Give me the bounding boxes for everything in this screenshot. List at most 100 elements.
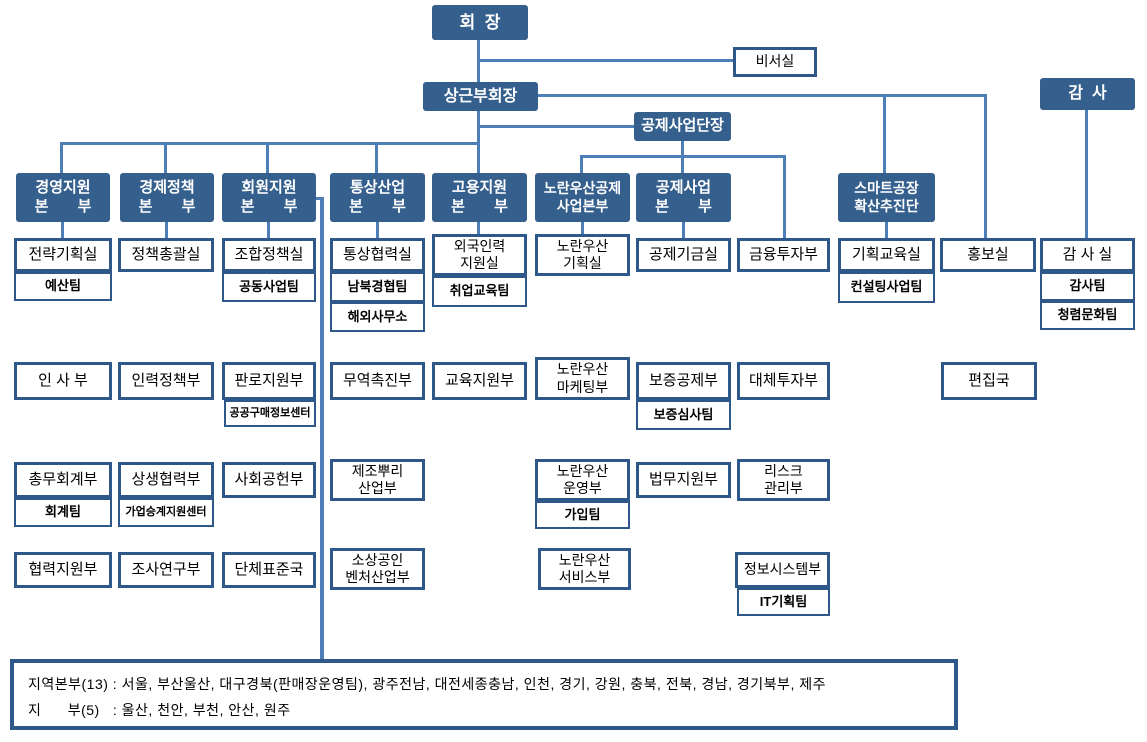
connector-line <box>477 59 735 62</box>
org-box-label: 감 사 실 <box>1062 245 1113 263</box>
org-box-management-support-hq: 경영지원 본 부 <box>16 173 110 222</box>
connector-line <box>477 222 480 236</box>
org-box-yellow-umbrella-mutual-aid-hq: 노란우산공제 사업본부 <box>535 173 630 222</box>
connector-line <box>885 222 888 238</box>
connector-line <box>883 94 886 173</box>
org-box-vice-chairman: 상근부회장 <box>423 82 538 111</box>
org-box-label: 대체투자부 <box>748 371 818 389</box>
connector-line <box>375 142 378 173</box>
org-box-label: 무역촉진부 <box>342 371 412 389</box>
connector-line <box>266 142 269 173</box>
org-box-label: 취업교육팀 <box>449 283 510 299</box>
connector-line <box>783 155 786 238</box>
org-box-label: 소상공인 벤처산업부 <box>345 551 410 586</box>
org-box-label: 회원지원 본 부 <box>240 178 298 215</box>
org-box-label: 스마트공장 확산추진단 <box>854 180 919 214</box>
org-box-label: 감 사 <box>1068 85 1107 102</box>
org-box-win-win-cooperation-dept: 상생협력부 <box>118 462 214 498</box>
org-box-label: 가입팀 <box>564 506 601 522</box>
connector-line <box>681 141 684 157</box>
org-box-label: 상생협력부 <box>131 470 201 488</box>
org-box-yellow-umbrella-operation-dept: 노란우산 운영부 <box>535 459 630 501</box>
org-box-economic-policy-hq: 경제정책 본 부 <box>120 173 214 222</box>
org-box-label: 공제기금실 <box>648 245 718 263</box>
connector-line <box>682 222 685 238</box>
org-box-audit-team: 감사팀 <box>1040 272 1135 301</box>
org-box-label: 통상산업 본 부 <box>349 178 406 215</box>
connector-line <box>984 94 987 238</box>
org-box-social-contribution-dept: 사회공헌부 <box>222 462 316 498</box>
org-box-smart-factory-expansion-taskforce: 스마트공장 확산추진단 <box>838 173 935 222</box>
org-box-label: 노란우산 운영부 <box>556 462 609 497</box>
org-box-label: 노란우산 기획실 <box>556 237 609 272</box>
org-box-label: 청렴문화팀 <box>1057 307 1118 323</box>
org-box-label: 보증심사팀 <box>653 406 714 422</box>
org-box-yellow-umbrella-marketing-dept: 노란우산 마케팅부 <box>535 357 630 400</box>
org-box-strategy-planning-office: 전략기획실 <box>14 238 112 272</box>
org-box-yellow-umbrella-service-dept: 노란우산 서비스부 <box>538 548 631 590</box>
connector-line <box>164 142 167 173</box>
org-box-label: 공제사업단장 <box>641 117 724 135</box>
org-box-cooperative-policy-office: 조합정책실 <box>222 238 316 272</box>
org-box-public-procurement-info-center: 공공구매정보센터 <box>224 400 316 427</box>
org-box-label: 사회공헌부 <box>234 470 304 488</box>
org-box-label: 홍보실 <box>967 245 1009 263</box>
org-box-label: 보증공제부 <box>648 371 718 389</box>
connector-line <box>60 142 63 173</box>
org-box-label: 인 사 부 <box>38 371 88 389</box>
connector-line <box>165 222 168 238</box>
org-box-mutual-aid-business-hq: 공제사업 본 부 <box>636 173 731 222</box>
org-box-label: 교육지원부 <box>444 371 514 389</box>
org-box-market-support-dept: 판로지원부 <box>222 362 316 400</box>
org-box-label: 정책총괄실 <box>131 245 201 263</box>
org-box-label: 상근부회장 <box>443 87 518 105</box>
org-box-planning-education-office: 기획교육실 <box>838 238 935 272</box>
org-box-workforce-policy-dept: 인력정책부 <box>118 362 214 400</box>
org-box-pr-office: 홍보실 <box>940 238 1036 272</box>
org-box-editorial-bureau: 편집국 <box>941 362 1037 400</box>
org-box-cooperation-support-dept: 협력지원부 <box>14 552 112 588</box>
connector-line <box>61 222 64 238</box>
org-box-business-succession-support-center: 가업승계지원센터 <box>118 498 214 527</box>
connector-line <box>538 94 987 97</box>
branch-office-list: 지 부(5) : 울산, 천안, 부천, 안산, 원주 <box>28 701 291 718</box>
org-box-foreign-workforce-support-office: 외국인력 지원실 <box>432 234 527 276</box>
regional-offices-box: 지역본부(13) : 서울, 부산울산, 대구경북(판매장운영팀), 광주전남,… <box>10 659 958 730</box>
org-box-financial-investment-dept: 금융투자부 <box>737 238 830 272</box>
org-box-label: 감사팀 <box>1069 278 1106 294</box>
org-box-overseas-office: 해외사무소 <box>330 302 425 332</box>
org-box-legal-support-dept: 법무지원부 <box>636 462 731 498</box>
org-box-alternative-investment-dept: 대체투자부 <box>737 362 830 400</box>
org-box-label: 해외사무소 <box>347 308 408 324</box>
org-box-label: 공동사업팀 <box>239 278 299 294</box>
org-box-accounting-team: 회계팀 <box>14 498 112 527</box>
org-box-label: 컨설팅사업팀 <box>850 279 923 295</box>
org-box-education-support-dept: 교육지원부 <box>432 362 527 400</box>
connector-line <box>60 142 480 145</box>
org-box-consulting-business-team: 컨설팅사업팀 <box>838 272 935 303</box>
org-box-hr-dept: 인 사 부 <box>14 362 112 400</box>
org-box-audit-office: 감 사 실 <box>1040 238 1135 272</box>
org-box-label: 공공구매정보센터 <box>229 406 311 419</box>
org-box-general-affairs-accounting-dept: 총무회계부 <box>14 462 112 498</box>
org-box-label: 회계팀 <box>45 504 81 520</box>
org-box-label: 법무지원부 <box>648 470 718 488</box>
org-box-label: 비서실 <box>755 53 795 70</box>
org-box-label: 총무회계부 <box>28 470 98 488</box>
regional-hq-list: 지역본부(13) : 서울, 부산울산, 대구경북(판매장운영팀), 광주전남,… <box>28 676 826 692</box>
connector-line <box>320 197 324 659</box>
org-box-trade-promotion-dept: 무역촉진부 <box>330 362 425 400</box>
org-box-employment-support-hq: 고용지원 본 부 <box>432 173 527 222</box>
org-box-risk-management-dept: 리스크 관리부 <box>737 459 830 501</box>
org-box-info-system-dept: 정보시스템부 <box>735 552 830 588</box>
org-box-mutual-aid-director: 공제사업단장 <box>634 112 731 141</box>
connector-line <box>477 125 635 128</box>
org-box-budget-team: 예산팀 <box>14 272 112 301</box>
org-box-job-education-team: 취업교육팀 <box>432 276 527 307</box>
org-box-trade-cooperation-office: 통상협력실 <box>330 238 425 272</box>
org-box-label: 조사연구부 <box>131 560 201 578</box>
org-box-secretary-office: 비서실 <box>733 47 817 77</box>
org-box-enrollment-team: 가입팀 <box>535 501 630 529</box>
org-box-chairman: 회 장 <box>432 5 528 40</box>
